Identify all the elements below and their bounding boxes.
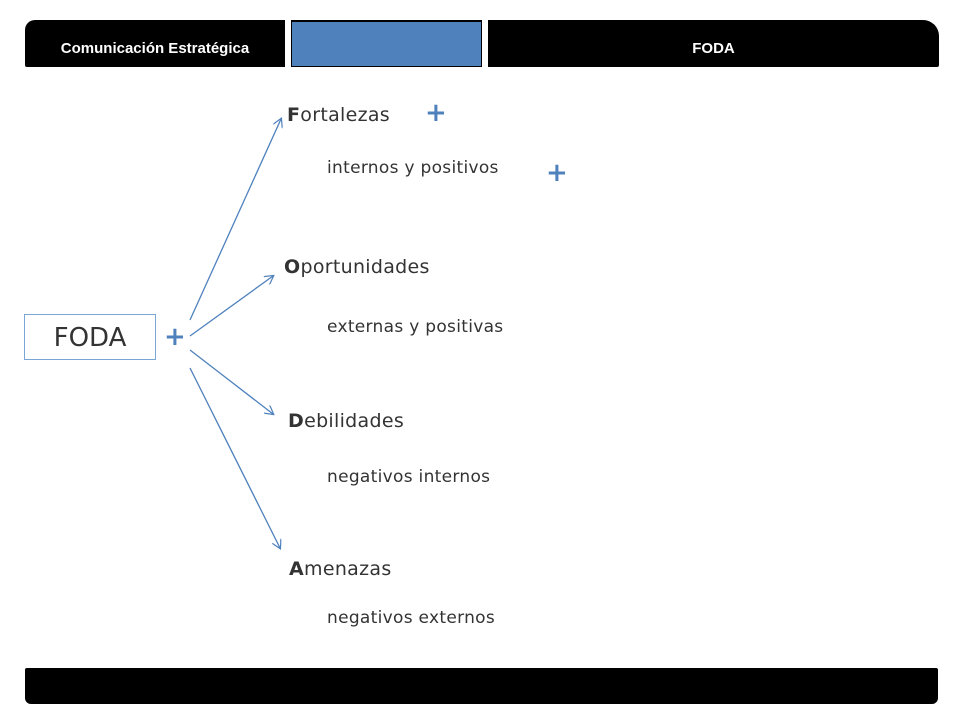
- footer-bar: [25, 668, 938, 704]
- heading-initial: A: [289, 558, 305, 580]
- heading-initial: O: [284, 256, 301, 278]
- heading-rest: menazas: [304, 558, 392, 580]
- header-accent-tab: [292, 22, 481, 66]
- desc-amenazas: negativos externos: [327, 608, 496, 628]
- fortalezas-plus-icon: +: [425, 98, 447, 128]
- heading-debilidades: Debilidades: [288, 410, 404, 432]
- heading-rest: ortalezas: [300, 104, 390, 126]
- header-title-tab: Comunicación Estratégica: [60, 40, 250, 57]
- foda-node: FODA: [24, 314, 156, 360]
- header-section-tab: FODA: [692, 40, 735, 57]
- heading-oportunidades: Oportunidades: [284, 256, 430, 278]
- heading-fortalezas: Fortalezas: [287, 104, 390, 126]
- arrow-debilidades: [189, 349, 273, 414]
- desc-oportunidades: externas y positivas: [327, 317, 504, 337]
- heading-initial: F: [287, 104, 301, 126]
- heading-rest: ebilidades: [304, 410, 405, 432]
- arrow-fortalezas: [189, 119, 281, 321]
- tab-divider: [482, 20, 488, 67]
- arrow-amenazas: [189, 367, 280, 548]
- heading-rest: portunidades: [300, 256, 430, 278]
- arrow-oportunidades: [189, 276, 273, 337]
- desc-debilidades: negativos internos: [327, 467, 491, 487]
- heading-initial: D: [288, 410, 305, 432]
- desc-fortalezas: internos y positivos: [327, 158, 499, 178]
- heading-amenazas: Amenazas: [289, 558, 392, 580]
- tab-divider: [285, 20, 291, 67]
- foda-plus-icon: +: [164, 322, 186, 352]
- desc-plus-icon: +: [546, 158, 568, 188]
